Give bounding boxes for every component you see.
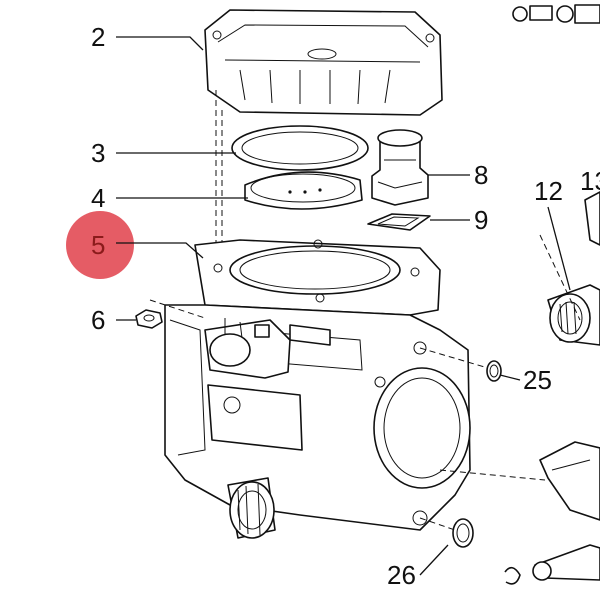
pin-part	[532, 544, 600, 581]
callout-25[interactable]: 25	[523, 365, 552, 395]
callout-3[interactable]: 3	[91, 138, 105, 168]
pump-body-part	[164, 239, 471, 539]
callout-5[interactable]: 5	[91, 230, 105, 260]
leader-lines	[116, 36, 571, 576]
callout-12[interactable]: 12	[534, 176, 563, 206]
callout-2[interactable]: 2	[91, 22, 105, 52]
callout-8[interactable]: 8	[474, 160, 488, 190]
screw-set-part	[512, 4, 600, 24]
o-ring-26-part	[452, 518, 474, 548]
callout-highlight-marker[interactable]	[66, 211, 134, 279]
callout-13[interactable]: 13	[580, 166, 600, 196]
o-ring-25-part	[486, 360, 502, 382]
valve-cup-part	[371, 129, 429, 206]
lever-part	[539, 441, 600, 521]
circlip-part	[504, 566, 521, 585]
seal-part	[367, 213, 431, 231]
callout-4[interactable]: 4	[91, 183, 105, 213]
nut-part	[135, 309, 163, 329]
cover-part	[204, 9, 443, 116]
callout-26[interactable]: 26	[387, 560, 416, 590]
bearing-part	[547, 284, 600, 346]
callout-9[interactable]: 9	[474, 205, 488, 235]
callout-6[interactable]: 6	[91, 305, 105, 335]
gasket-part	[231, 125, 369, 171]
shaft-part	[584, 191, 600, 246]
diaphragm-part	[244, 171, 363, 210]
